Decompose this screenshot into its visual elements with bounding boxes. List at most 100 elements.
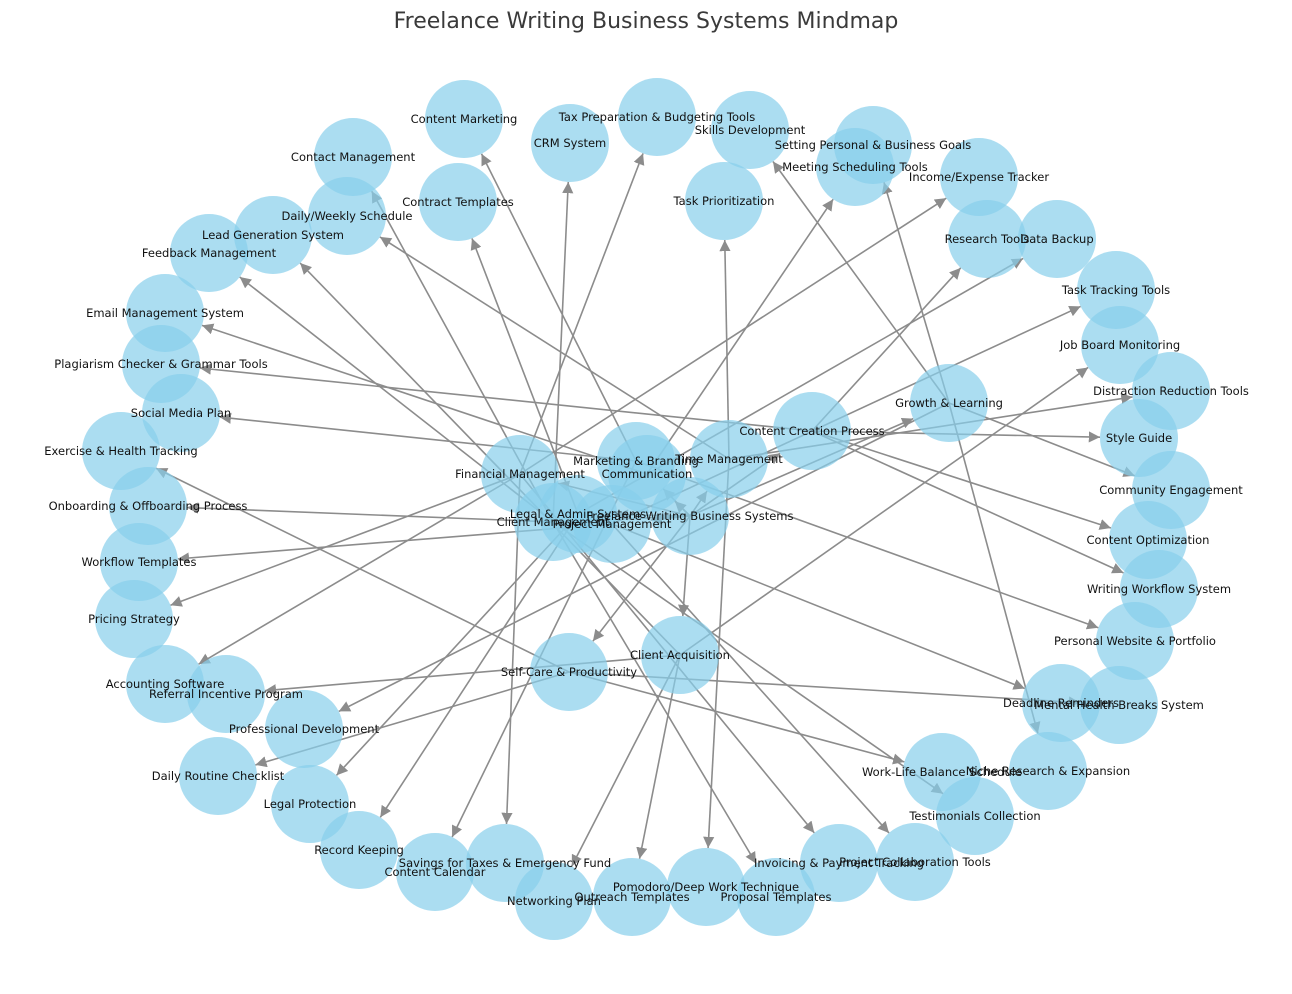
- edge-client_mgmt-proposal: [552, 521, 757, 864]
- node-label-distraction: Distraction Reduction Tools: [1093, 384, 1249, 398]
- edge-selfcare-wlb: [568, 671, 905, 765]
- node-label-income: Income/Expense Tracker: [909, 170, 1049, 184]
- node-label-legal: Legal & Admin Systems: [510, 507, 646, 521]
- node-label-prof_dev: Professional Development: [229, 722, 380, 736]
- node-financial: [481, 435, 559, 513]
- node-label-plagiarism: Plagiarism Checker & Grammar Tools: [54, 357, 267, 371]
- node-label-social: Social Media Plan: [131, 406, 231, 420]
- node-outreach: [593, 858, 671, 936]
- edge-time_mgmt-daily_weekly: [379, 236, 730, 460]
- node-record: [320, 811, 398, 889]
- node-label-content_marketing: Content Marketing: [411, 112, 518, 126]
- node-job_board: [1081, 306, 1159, 384]
- node-label-mental: Mental Health Breaks System: [1034, 698, 1204, 712]
- edge-content_process-plagiarism: [199, 363, 813, 432]
- node-label-contact: Contact Management: [291, 150, 416, 164]
- node-website: [1096, 602, 1174, 680]
- node-accounting: [126, 645, 204, 723]
- node-label-skills: Skills Development: [695, 123, 806, 137]
- node-label-selfcare: Self-Care & Productivity: [501, 665, 637, 679]
- node-label-referral: Referral Incentive Program: [149, 687, 303, 701]
- node-label-community: Community Engagement: [1099, 483, 1243, 497]
- node-meeting: [816, 128, 894, 206]
- node-label-content_process: Content Creation Process: [739, 424, 884, 438]
- node-feedback: [170, 214, 248, 292]
- node-label-exercise: Exercise & Health Tracking: [44, 444, 197, 458]
- node-legal_prot: [271, 765, 349, 843]
- node-label-content_opt: Content Optimization: [1087, 533, 1210, 547]
- node-label-client_mgmt: Client Management: [497, 515, 610, 529]
- node-label-root: Freelance Writing Business Systems: [587, 509, 794, 523]
- node-label-feedback: Feedback Management: [142, 246, 277, 260]
- node-time_mgmt: [690, 420, 768, 498]
- node-pomodoro: [667, 848, 745, 926]
- node-referral: [187, 655, 265, 733]
- node-tax_prep: [618, 78, 696, 156]
- node-label-acquisition: Client Acquisition: [630, 648, 730, 662]
- node-label-financial: Financial Management: [455, 467, 585, 481]
- edge-content_process-writing_wf: [811, 430, 1124, 574]
- node-label-goals: Setting Personal & Business Goals: [775, 138, 972, 152]
- node-lead_gen: [234, 196, 312, 274]
- node-label-workflow_tpl: Workflow Templates: [82, 555, 197, 569]
- node-income: [940, 138, 1018, 216]
- nodes-layer: [82, 78, 1210, 940]
- edge-content_process-content_opt: [811, 430, 1112, 530]
- node-label-deadline: Deadline Reminders: [1003, 696, 1119, 710]
- node-label-collab: Project Collaboration Tools: [839, 855, 991, 869]
- node-label-growth: Growth & Learning: [895, 396, 1003, 410]
- node-label-task_prio: Task Prioritization: [673, 194, 775, 208]
- diagram-title: Freelance Writing Business Systems Mindm…: [394, 9, 899, 34]
- node-label-wlb: Work-Life Balance Schedule: [862, 765, 1022, 779]
- node-label-meeting: Meeting Scheduling Tools: [782, 160, 928, 174]
- edge-project_mgmt-collab: [611, 523, 890, 834]
- node-label-time_mgmt: Time Management: [674, 452, 783, 466]
- edge-acquisition-networking: [571, 654, 681, 867]
- node-label-task_track: Task Tracking Tools: [1061, 283, 1170, 297]
- node-growth: [910, 364, 988, 442]
- node-label-networking: Networking Plan: [507, 894, 601, 908]
- node-label-niche: Niche Research & Expansion: [966, 764, 1130, 778]
- node-label-accounting: Accounting Software: [106, 677, 225, 691]
- node-contact: [314, 118, 392, 196]
- node-label-pricing: Pricing Strategy: [88, 612, 180, 626]
- node-content_marketing: [425, 80, 503, 158]
- node-content_process: [773, 392, 851, 470]
- node-skills: [711, 91, 789, 169]
- node-contract: [419, 163, 497, 241]
- node-niche: [1009, 732, 1087, 810]
- edge-client_mgmt-onboarding: [186, 502, 554, 523]
- node-label-lead_gen: Lead Generation System: [202, 228, 344, 242]
- node-social: [142, 374, 220, 452]
- node-label-invoicing: Invoicing & Payment Tracking: [754, 856, 924, 870]
- node-label-record: Record Keeping: [314, 843, 404, 857]
- edge-growth-niche: [948, 402, 1041, 734]
- node-deadline: [1022, 664, 1100, 742]
- node-crm: [531, 104, 609, 182]
- edge-communication-email: [201, 323, 648, 475]
- edge-selfcare-exercise: [155, 467, 570, 673]
- node-task_prio: [685, 162, 763, 240]
- node-label-daily_routine: Daily Routine Checklist: [152, 769, 285, 783]
- node-pricing: [95, 580, 173, 658]
- node-label-writing_wf: Writing Workflow System: [1087, 582, 1231, 596]
- node-content_cal: [396, 833, 474, 911]
- node-invoicing: [800, 824, 878, 902]
- node-collab: [876, 823, 954, 901]
- node-label-crm: CRM System: [534, 136, 606, 150]
- edge-financial-tax_prep: [519, 153, 645, 475]
- node-label-job_board: Job Board Monitoring: [1059, 338, 1180, 352]
- node-mental: [1080, 666, 1158, 744]
- node-networking: [515, 862, 593, 940]
- labels-layer: Freelance Writing Business SystemsClient…: [44, 110, 1249, 908]
- node-testimonials: [936, 777, 1014, 855]
- node-label-website: Personal Website & Portfolio: [1054, 634, 1216, 648]
- edge-growth-prof_dev: [338, 402, 950, 713]
- node-label-contract: Contract Templates: [402, 195, 514, 209]
- edge-acquisition-referral: [264, 654, 681, 696]
- node-selfcare: [530, 633, 608, 711]
- node-label-backup: Data Backup: [1020, 232, 1093, 246]
- edge-communication-meeting: [646, 198, 834, 475]
- node-label-style: Style Guide: [1106, 431, 1172, 445]
- node-label-testimonials: Testimonials Collection: [908, 809, 1040, 823]
